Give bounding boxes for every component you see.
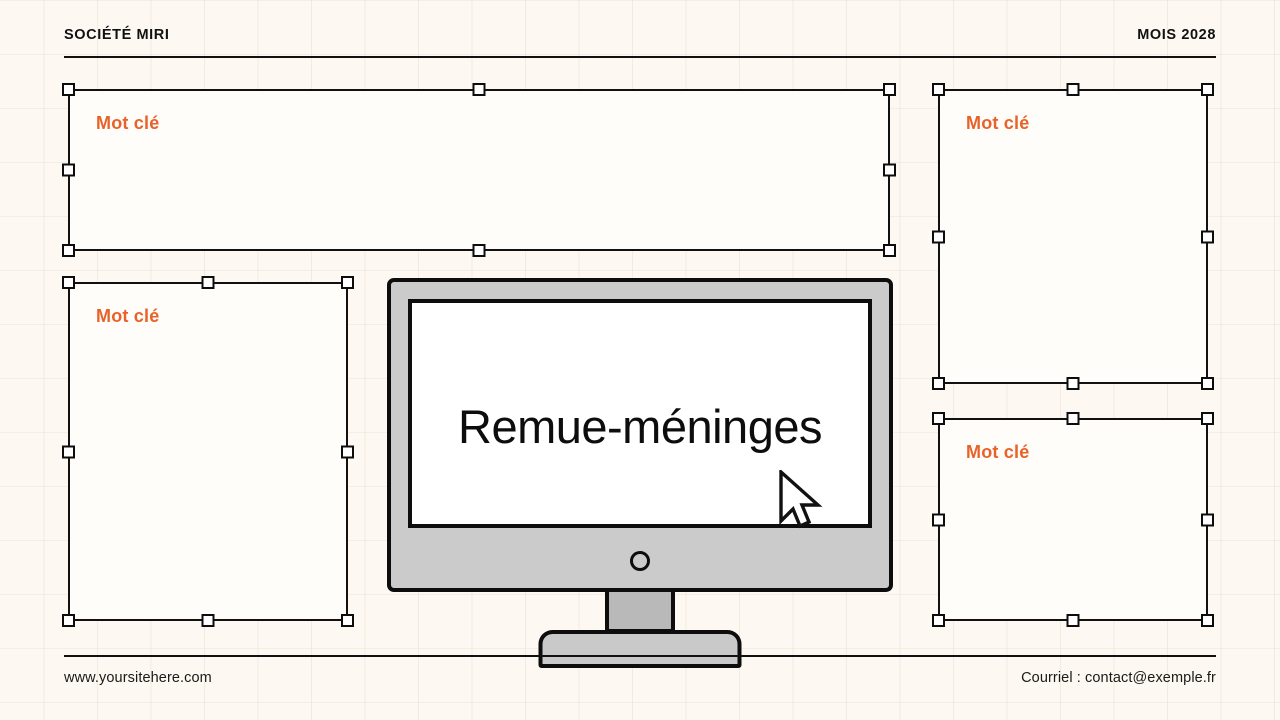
resize-handle-bottom-left[interactable] xyxy=(932,614,945,627)
resize-handle-middle-right[interactable] xyxy=(1201,513,1214,526)
keyword-label: Mot clé xyxy=(966,113,1030,133)
power-button-icon xyxy=(630,551,650,571)
resize-handle-top-left[interactable] xyxy=(62,276,75,289)
resize-handle-bottom-right[interactable] xyxy=(1201,614,1214,627)
resize-handle-top-left[interactable] xyxy=(932,412,945,425)
screen-title: Remue-méninges xyxy=(458,400,822,453)
resize-handle-top-center[interactable] xyxy=(1066,412,1080,425)
keyword-label: Mot clé xyxy=(966,442,1030,462)
keyword-label: Mot clé xyxy=(96,113,160,133)
resize-handle-middle-right[interactable] xyxy=(341,445,354,458)
monitor-stand-neck xyxy=(605,591,675,633)
website-url[interactable]: www.yoursitehere.com xyxy=(64,670,212,686)
resize-handle-bottom-left[interactable] xyxy=(62,614,75,627)
header-divider xyxy=(64,56,1216,58)
resize-handle-top-center[interactable] xyxy=(201,276,215,289)
mouse-pointer-icon xyxy=(779,470,823,529)
monitor-bezel: Remue-méninges xyxy=(387,278,893,592)
resize-handle-bottom-center[interactable] xyxy=(472,244,486,257)
resize-handle-top-right[interactable] xyxy=(883,83,896,96)
resize-handle-bottom-left[interactable] xyxy=(62,244,75,257)
resize-handle-middle-right[interactable] xyxy=(1201,230,1214,243)
resize-handle-top-left[interactable] xyxy=(932,83,945,96)
resize-handle-middle-left[interactable] xyxy=(62,163,75,177)
resize-handle-middle-left[interactable] xyxy=(932,230,945,243)
contact-email[interactable]: Courriel : contact@exemple.fr xyxy=(1021,670,1216,686)
resize-handle-bottom-right[interactable] xyxy=(1201,377,1214,390)
keyword-box-right-lower[interactable]: Mot clé xyxy=(932,412,1214,627)
resize-handle-top-right[interactable] xyxy=(341,276,354,289)
resize-handle-top-left[interactable] xyxy=(62,83,75,96)
resize-handle-bottom-center[interactable] xyxy=(201,614,215,627)
resize-handle-middle-left[interactable] xyxy=(62,445,75,458)
resize-handle-bottom-center[interactable] xyxy=(1066,614,1080,627)
resize-handle-top-center[interactable] xyxy=(472,83,486,96)
monitor-illustration: Remue-méninges xyxy=(387,278,893,668)
date-label: MOIS 2028 xyxy=(1137,27,1216,43)
resize-handle-top-right[interactable] xyxy=(1201,83,1214,96)
resize-handle-top-right[interactable] xyxy=(1201,412,1214,425)
resize-handle-bottom-center[interactable] xyxy=(1066,377,1080,390)
resize-handle-bottom-left[interactable] xyxy=(932,377,945,390)
keyword-box-top[interactable]: Mot clé xyxy=(62,83,896,257)
resize-handle-bottom-right[interactable] xyxy=(883,244,896,257)
keyword-label: Mot clé xyxy=(96,306,160,326)
keyword-box-right-upper[interactable]: Mot clé xyxy=(932,83,1214,390)
resize-handle-middle-left[interactable] xyxy=(932,513,945,526)
resize-handle-middle-right[interactable] xyxy=(883,163,896,177)
footer-divider xyxy=(64,655,1216,657)
keyword-box-left[interactable]: Mot clé xyxy=(62,276,354,627)
company-name: SOCIÉTÉ MIRI xyxy=(64,27,170,43)
resize-handle-bottom-right[interactable] xyxy=(341,614,354,627)
resize-handle-top-center[interactable] xyxy=(1066,83,1080,96)
monitor-stand-base xyxy=(538,630,742,668)
